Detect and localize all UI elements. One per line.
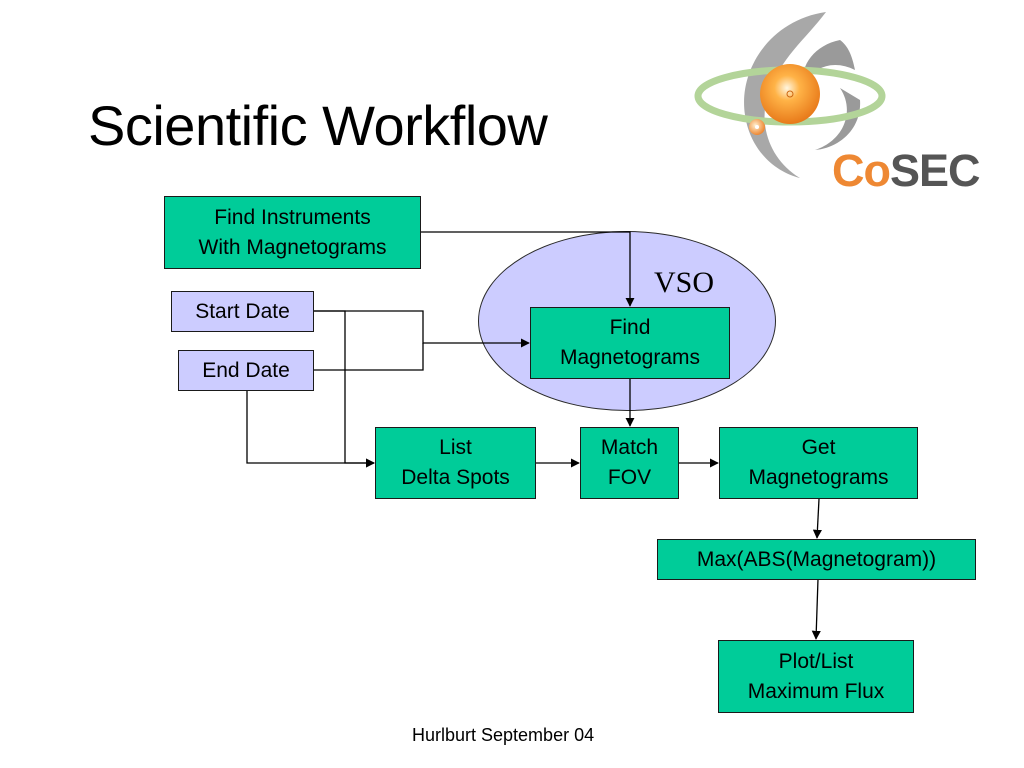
node-get-magnetograms-line1: Get <box>801 436 836 459</box>
node-max-abs: Max(ABS(Magnetogram)) <box>657 539 976 580</box>
node-list-delta-spots-line1: List <box>439 436 472 459</box>
node-plot-list-line1: Plot/List <box>778 649 854 673</box>
edge-get-to-max <box>812 498 822 539</box>
edge-start-to-list <box>314 310 375 468</box>
edge-max-to-plot <box>811 578 821 640</box>
node-find-magnetograms: Find Magnetograms <box>530 307 730 379</box>
cosec-wordmark: CoSEC <box>832 145 981 196</box>
node-find-instruments: Find Instruments With Magnetograms <box>164 196 421 269</box>
edge-end-to-list <box>246 390 375 468</box>
edge-instruments-to-find <box>421 231 635 307</box>
cosec-suffix: SEC <box>890 145 981 196</box>
node-start-date-line1: Start Date <box>195 299 290 323</box>
node-find-magnetograms-line1: Find <box>609 316 651 339</box>
node-end-date-line1: End Date <box>202 358 290 382</box>
node-start-date: Start Date <box>171 291 314 332</box>
node-max-abs-line1: Max(ABS(Magnetogram)) <box>696 547 937 571</box>
node-match-fov: Match FOV <box>580 427 679 499</box>
node-list-delta-spots-line2: Delta Spots <box>401 466 510 489</box>
node-plot-list-line2: Maximum Flux <box>747 679 885 703</box>
slide-title: Scientific Workflow <box>88 94 548 157</box>
node-find-instruments-line1: Find Instruments <box>214 205 371 229</box>
cosec-prefix: Co <box>832 145 891 196</box>
node-match-fov-line1: Match <box>600 436 659 459</box>
node-find-magnetograms-line2: Magnetograms <box>559 346 701 369</box>
node-end-date: End Date <box>178 350 314 391</box>
vso-label: VSO <box>654 266 715 299</box>
node-get-magnetograms-line2: Magnetograms <box>748 466 889 489</box>
node-plot-list: Plot/List Maximum Flux <box>718 640 914 713</box>
footer-text: Hurlburt September 04 <box>412 725 595 745</box>
node-match-fov-line2: FOV <box>607 466 652 489</box>
edge-end-to-find <box>314 343 424 371</box>
node-find-instruments-line2: With Magnetograms <box>198 235 387 259</box>
node-get-magnetograms: Get Magnetograms <box>719 427 918 499</box>
edge-start-to-find <box>314 310 530 348</box>
node-list-delta-spots: List Delta Spots <box>375 427 536 499</box>
